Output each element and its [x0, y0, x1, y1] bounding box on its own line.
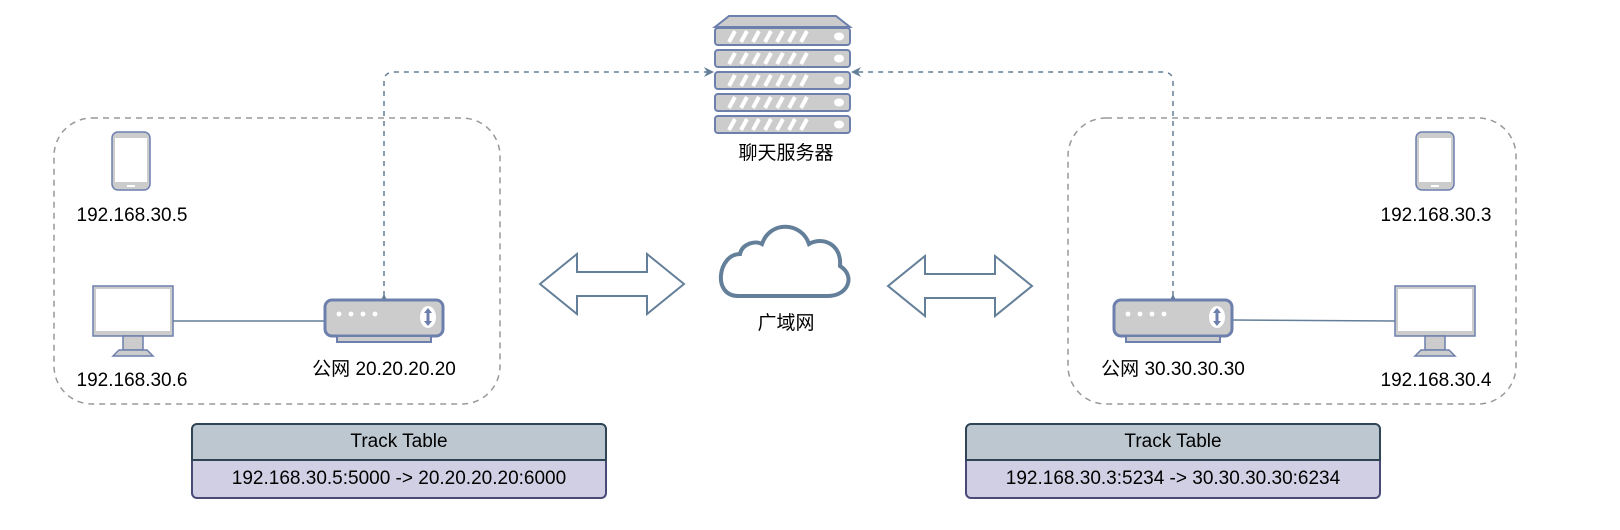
cloud-icon — [719, 224, 851, 298]
left-mobile-label: 192.168.30.5 — [76, 205, 188, 226]
right-router-icon — [1112, 298, 1234, 344]
left-router-icon — [323, 298, 445, 344]
left-desktop-label: 192.168.30.6 — [76, 370, 188, 391]
left-server-link — [379, 67, 714, 304]
left-mobile-icon — [111, 131, 151, 191]
right-monitor-icon — [1394, 285, 1476, 357]
right-mobile-label: 192.168.30.3 — [1380, 205, 1492, 226]
track-table-header: Track Table — [191, 423, 607, 461]
right-server-link — [851, 67, 1178, 304]
left-monitor-icon — [92, 285, 174, 357]
left-router-label: 公网 20.20.20.20 — [312, 359, 456, 380]
wan-label: 广域网 — [757, 313, 815, 334]
server-rack-icon — [712, 15, 853, 135]
right-wan-arrow-icon — [887, 255, 1033, 317]
right-track-table: Track Table 192.168.30.3:5234 -> 30.30.3… — [965, 423, 1381, 499]
right-lan-cable — [1231, 319, 1396, 322]
left-wan-arrow-icon — [539, 253, 685, 315]
track-table-row: 192.168.30.5:5000 -> 20.20.20.20:6000 — [191, 461, 607, 499]
track-table-header: Track Table — [965, 423, 1381, 461]
track-table-row: 192.168.30.3:5234 -> 30.30.30.30:6234 — [965, 461, 1381, 499]
server-label: 聊天服务器 — [738, 143, 834, 164]
left-track-table: Track Table 192.168.30.5:5000 -> 20.20.2… — [191, 423, 607, 499]
right-router-label: 公网 30.30.30.30 — [1101, 359, 1245, 380]
right-mobile-icon — [1415, 131, 1455, 191]
right-desktop-label: 192.168.30.4 — [1380, 370, 1492, 391]
left-lan-boundary — [53, 117, 501, 405]
